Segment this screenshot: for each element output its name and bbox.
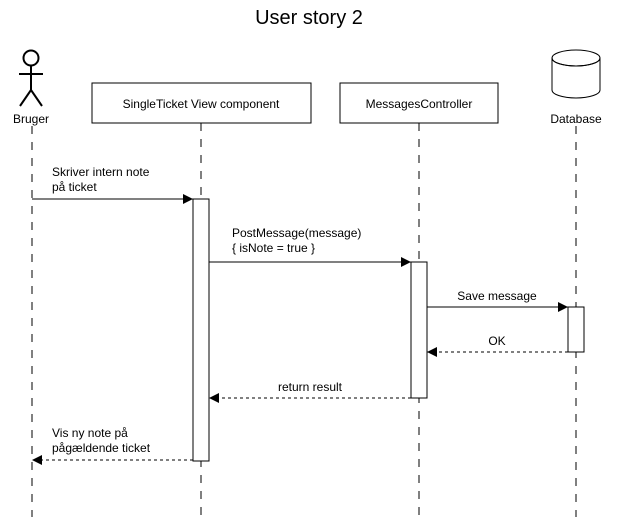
- participant-label-controller: MessagesController: [366, 97, 473, 111]
- message-label-line: pågældende ticket: [52, 441, 151, 455]
- message-label-line: PostMessage(message): [232, 226, 361, 240]
- database-cylinder-icon: [551, 49, 601, 99]
- participant-view: SingleTicket View component: [91, 82, 312, 124]
- message-skriver-intern-note: Skriver intern note på ticket: [32, 165, 193, 204]
- participant-box-view: [91, 82, 312, 124]
- message-label: return result: [278, 380, 343, 394]
- message-label-line: Vis ny note på: [52, 426, 128, 440]
- activation-view: [192, 198, 210, 462]
- message-label: Skriver intern note på ticket: [52, 165, 153, 194]
- stick-figure-icon: [19, 49, 43, 107]
- participant-label-database: Database: [550, 112, 602, 126]
- message-ok: OK: [427, 334, 568, 357]
- activation-database: [567, 306, 585, 353]
- message-label-line: Skriver intern note: [52, 165, 150, 179]
- diagram-title: User story 2: [255, 7, 363, 29]
- actor-bruger: Bruger: [13, 49, 49, 126]
- message-vis-ny-note: Vis ny note på pågældende ticket: [32, 426, 193, 465]
- message-label: PostMessage(message) { isNote = true }: [232, 226, 365, 255]
- message-return-result: return result: [209, 380, 411, 403]
- message-label: Vis ny note på pågældende ticket: [52, 426, 151, 455]
- message-post-message: PostMessage(message) { isNote = true }: [209, 226, 411, 267]
- message-label: OK: [488, 334, 505, 348]
- participant-controller: MessagesController: [339, 82, 499, 124]
- actor-label-bruger: Bruger: [13, 112, 49, 126]
- activation-controller: [410, 261, 428, 399]
- message-label-line: { isNote = true }: [232, 241, 315, 255]
- message-label-line: på ticket: [52, 180, 97, 194]
- participant-box-controller: [339, 82, 499, 124]
- message-label: Save message: [457, 289, 537, 303]
- message-save-message: Save message: [427, 289, 568, 312]
- participant-label-view: SingleTicket View component: [123, 97, 280, 111]
- participant-database: Database: [550, 49, 602, 126]
